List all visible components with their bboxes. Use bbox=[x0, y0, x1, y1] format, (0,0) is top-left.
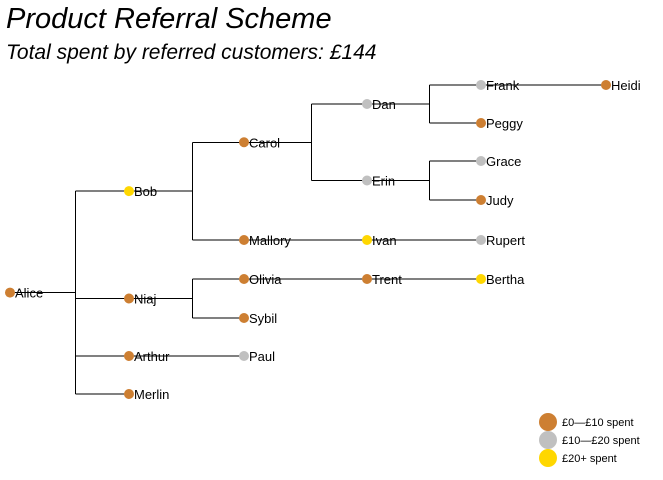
page-subtitle: Total spent by referred customers: £144 bbox=[6, 41, 376, 64]
node-marker-alice bbox=[5, 287, 15, 298]
node-label-carol: Carol bbox=[249, 135, 280, 150]
node-label-dan: Dan bbox=[372, 97, 396, 112]
node-label-bob: Bob bbox=[134, 184, 157, 199]
node-marker-heidi bbox=[601, 80, 611, 90]
node-marker-arthur bbox=[124, 351, 134, 361]
node-marker-bertha bbox=[476, 274, 486, 284]
legend-label-mid: £10—£20 spent bbox=[562, 435, 640, 447]
node-marker-carol bbox=[239, 137, 249, 148]
node-marker-peggy bbox=[476, 118, 486, 128]
node-label-frank: Frank bbox=[486, 78, 520, 93]
node-marker-judy bbox=[476, 195, 486, 205]
node-label-alice: Alice bbox=[15, 286, 43, 301]
node-label-grace: Grace bbox=[486, 154, 521, 169]
page-title: Product Referral Scheme bbox=[6, 3, 332, 35]
tree-edges bbox=[10, 84, 606, 395]
node-marker-dan bbox=[362, 99, 372, 109]
node-label-mallory: Mallory bbox=[249, 233, 291, 248]
node-label-judy: Judy bbox=[486, 193, 514, 208]
node-marker-olivia bbox=[239, 274, 249, 284]
node-label-ivan: Ivan bbox=[372, 233, 397, 248]
node-label-erin: Erin bbox=[372, 174, 395, 189]
node-label-arthur: Arthur bbox=[134, 349, 170, 364]
node-label-niaj: Niaj bbox=[134, 292, 157, 307]
node-label-merlin: Merlin bbox=[134, 387, 169, 402]
node-label-sybil: Sybil bbox=[249, 311, 277, 326]
node-label-heidi: Heidi bbox=[611, 78, 641, 93]
node-label-paul: Paul bbox=[249, 349, 275, 364]
node-label-peggy: Peggy bbox=[486, 116, 523, 131]
node-marker-frank bbox=[476, 80, 486, 90]
legend-swatch-low bbox=[539, 413, 557, 431]
node-marker-mallory bbox=[239, 235, 249, 245]
node-marker-erin bbox=[362, 175, 372, 186]
legend-label-low: £0—£10 spent bbox=[562, 417, 634, 429]
legend-swatch-high bbox=[539, 449, 557, 467]
node-marker-trent bbox=[362, 274, 372, 284]
node-label-rupert: Rupert bbox=[486, 233, 525, 248]
node-label-trent: Trent bbox=[372, 272, 402, 287]
node-label-bertha: Bertha bbox=[486, 272, 525, 287]
node-marker-bob bbox=[124, 186, 134, 197]
node-marker-sybil bbox=[239, 313, 249, 323]
node-marker-merlin bbox=[124, 389, 134, 399]
legend-label-high: £20+ spent bbox=[562, 453, 617, 465]
node-marker-grace bbox=[476, 156, 486, 166]
node-marker-paul bbox=[239, 351, 249, 361]
node-marker-niaj bbox=[124, 293, 134, 304]
node-marker-rupert bbox=[476, 235, 486, 245]
legend-swatch-mid bbox=[539, 431, 557, 449]
legend: £0—£10 spent £10—£20 spent £20+ spent bbox=[539, 413, 640, 467]
node-marker-ivan bbox=[362, 235, 372, 245]
node-label-olivia: Olivia bbox=[249, 272, 282, 287]
